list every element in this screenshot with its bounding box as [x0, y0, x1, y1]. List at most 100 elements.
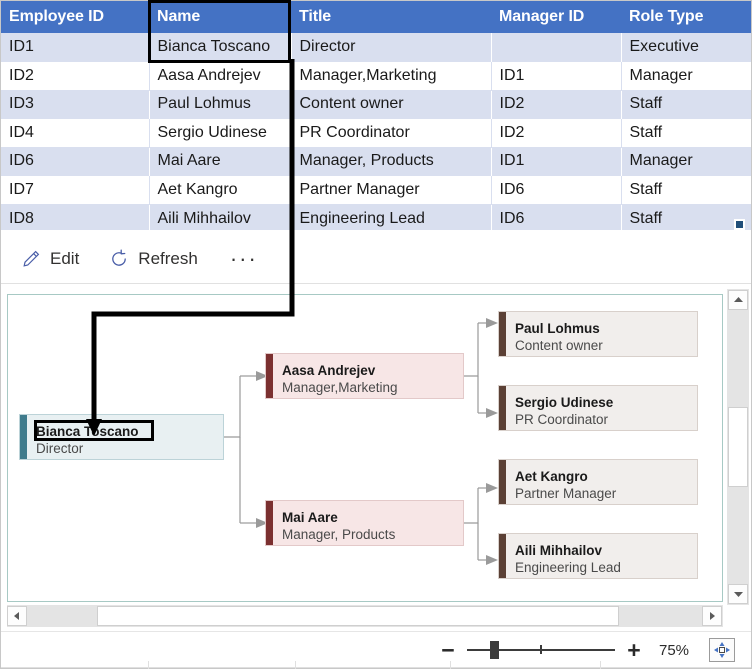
cell-employee-id[interactable]: ID8	[1, 204, 150, 230]
cell-employee-id[interactable]: ID4	[1, 118, 150, 148]
cell-title[interactable]: Partner Manager	[291, 175, 492, 205]
status-segment	[296, 661, 451, 669]
status-segment	[451, 661, 601, 669]
cell-role-type[interactable]: Staff	[621, 90, 751, 119]
table-row[interactable]: ID2 Aasa Andrejev Manager,Marketing ID1 …	[1, 61, 751, 91]
org-node-mai-aare[interactable]: Mai Aare Manager, Products	[265, 500, 464, 546]
fit-to-window-icon[interactable]	[709, 638, 735, 662]
node-name: Sergio Udinese	[515, 394, 614, 410]
cell-role-type[interactable]: Staff	[621, 175, 751, 205]
node-accent-bar	[266, 501, 273, 545]
status-segment	[601, 661, 751, 669]
cell-title[interactable]: PR Coordinator	[291, 118, 492, 148]
node-accent-bar	[499, 386, 506, 430]
cell-employee-id[interactable]: ID6	[1, 147, 150, 176]
cell-manager-id[interactable]	[491, 33, 622, 62]
status-bar-divider	[1, 667, 751, 668]
table-resize-handle[interactable]	[734, 219, 745, 230]
node-name: Bianca Toscano	[36, 423, 139, 439]
org-node-aasa-andrejev[interactable]: Aasa Andrejev Manager,Marketing	[265, 353, 464, 399]
cell-title[interactable]: Manager,Marketing	[291, 61, 492, 91]
zoom-out-button[interactable]: −	[441, 637, 455, 663]
table-row[interactable]: ID3 Paul Lohmus Content owner ID2 Staff	[1, 90, 751, 119]
cell-employee-id[interactable]: ID3	[1, 90, 150, 119]
cell-title[interactable]: Director	[291, 33, 492, 62]
vertical-scrollbar[interactable]	[727, 289, 749, 605]
node-title: Engineering Lead	[515, 559, 621, 575]
cell-title[interactable]: Manager, Products	[291, 147, 492, 176]
node-title: Manager,Marketing	[282, 379, 398, 395]
node-accent-bar	[266, 354, 273, 398]
scroll-down-arrow-icon[interactable]	[728, 584, 748, 604]
cell-manager-id[interactable]: ID6	[491, 175, 622, 205]
cell-manager-id[interactable]: ID2	[491, 90, 622, 119]
refresh-icon	[109, 249, 129, 269]
org-node-bianca-toscano[interactable]: Bianca Toscano Director	[19, 414, 224, 460]
column-header-title[interactable]: Title	[291, 1, 491, 33]
org-node-aet-kangro[interactable]: Aet Kangro Partner Manager	[498, 459, 698, 505]
cell-employee-id[interactable]: ID7	[1, 175, 150, 205]
status-bar: − + 75%	[1, 631, 751, 668]
table-header-row: Employee ID Name Title Manager ID Role T…	[1, 1, 751, 33]
column-header-role-type[interactable]: Role Type	[621, 1, 751, 33]
horizontal-scrollbar[interactable]	[7, 605, 723, 627]
column-header-employee-id[interactable]: Employee ID	[1, 1, 149, 33]
refresh-label: Refresh	[138, 248, 198, 268]
table-row[interactable]: ID6 Mai Aare Manager, Products ID1 Manag…	[1, 147, 751, 176]
zoom-slider-thumb[interactable]	[490, 641, 499, 659]
node-accent-bar	[499, 312, 506, 356]
column-header-name[interactable]: Name	[149, 1, 291, 33]
cell-name[interactable]: Sergio Udinese	[149, 118, 292, 148]
node-title: Partner Manager	[515, 485, 617, 501]
table-row[interactable]: ID7 Aet Kangro Partner Manager ID6 Staff	[1, 175, 751, 205]
column-header-manager-id[interactable]: Manager ID	[491, 1, 621, 33]
cell-role-type[interactable]: Executive	[621, 33, 751, 62]
employee-data-table[interactable]: Employee ID Name Title Manager ID Role T…	[1, 1, 751, 230]
org-node-aili-mihhailov[interactable]: Aili Mihhailov Engineering Lead	[498, 533, 698, 579]
vertical-scrollbar-thumb[interactable]	[728, 407, 748, 487]
node-title: Manager, Products	[282, 526, 396, 542]
zoom-slider[interactable]	[467, 637, 615, 663]
table-row[interactable]: ID4 Sergio Udinese PR Coordinator ID2 St…	[1, 118, 751, 148]
scroll-right-arrow-icon[interactable]	[702, 606, 722, 626]
cell-manager-id[interactable]: ID6	[491, 204, 622, 230]
table-row[interactable]: ID1 Bianca Toscano Director Executive	[1, 33, 751, 62]
cell-manager-id[interactable]: ID1	[491, 61, 622, 91]
cell-role-type[interactable]: Manager	[621, 61, 751, 91]
node-name: Aasa Andrejev	[282, 362, 376, 378]
cell-title[interactable]: Content owner	[291, 90, 492, 119]
node-accent-bar	[499, 534, 506, 578]
cell-role-type[interactable]: Staff	[621, 204, 751, 230]
more-options-icon[interactable]: ···	[229, 245, 258, 271]
edit-button[interactable]: Edit	[17, 246, 83, 272]
cell-name[interactable]: Aasa Andrejev	[149, 61, 292, 91]
node-title: Content owner	[515, 337, 603, 353]
zoom-level-label: 75%	[658, 641, 690, 659]
cell-name[interactable]: Mai Aare	[149, 147, 292, 176]
cell-employee-id[interactable]: ID1	[1, 33, 150, 62]
table-row[interactable]: ID8 Aili Mihhailov Engineering Lead ID6 …	[1, 204, 751, 230]
horizontal-scrollbar-thumb[interactable]	[97, 606, 619, 626]
cell-name[interactable]: Bianca Toscano	[149, 33, 292, 62]
status-bar-segments	[1, 661, 751, 669]
cell-manager-id[interactable]: ID1	[491, 147, 622, 176]
cell-manager-id[interactable]: ID2	[491, 118, 622, 148]
status-segment	[1, 661, 149, 669]
cell-employee-id[interactable]: ID2	[1, 61, 150, 91]
cell-role-type[interactable]: Staff	[621, 118, 751, 148]
refresh-button[interactable]: Refresh	[105, 246, 202, 272]
cell-role-type[interactable]: Manager	[621, 147, 751, 176]
scroll-up-arrow-icon[interactable]	[728, 290, 748, 310]
zoom-in-button[interactable]: +	[627, 637, 641, 663]
org-node-paul-lohmus[interactable]: Paul Lohmus Content owner	[498, 311, 698, 357]
cell-name[interactable]: Aet Kangro	[149, 175, 292, 205]
cell-name[interactable]: Aili Mihhailov	[149, 204, 292, 230]
org-node-sergio-udinese[interactable]: Sergio Udinese PR Coordinator	[498, 385, 698, 431]
node-accent-bar	[20, 415, 27, 459]
edit-label: Edit	[50, 248, 80, 268]
org-chart-canvas[interactable]: Bianca Toscano Director Aasa Andrejev Ma…	[7, 294, 723, 602]
status-segment	[149, 661, 296, 669]
cell-title[interactable]: Engineering Lead	[291, 204, 492, 230]
cell-name[interactable]: Paul Lohmus	[149, 90, 292, 119]
scroll-left-arrow-icon[interactable]	[7, 606, 27, 626]
